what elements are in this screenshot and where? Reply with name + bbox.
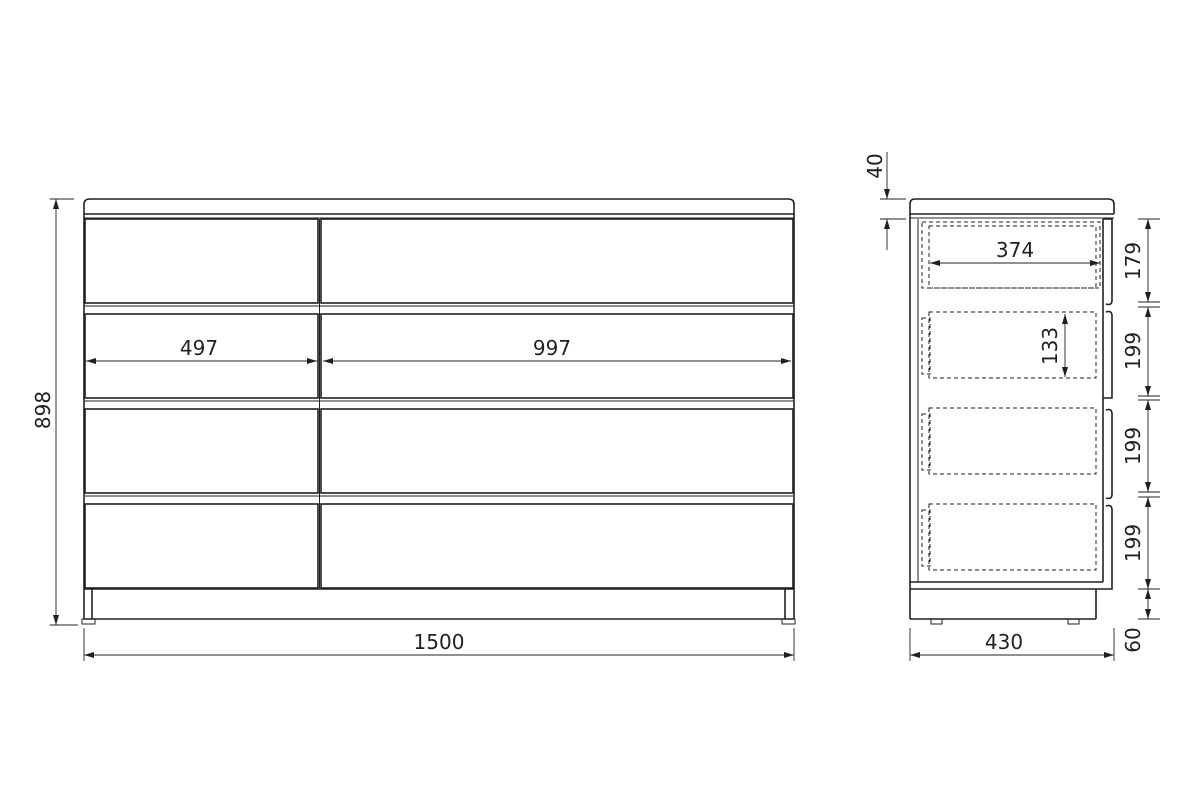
side-drawer-front-3 — [1105, 408, 1113, 500]
dim-label-179: 179 — [1121, 242, 1145, 280]
front-foot-right — [781, 618, 796, 625]
dim-label-898: 898 — [31, 391, 55, 429]
dim-label-199-c: 199 — [1121, 524, 1145, 562]
side-drawer-box-4 — [928, 503, 1097, 571]
drawer-front-right-3 — [320, 408, 794, 494]
dim-label-40: 40 — [863, 153, 887, 178]
side-drawer-box-1-inner — [928, 225, 1097, 289]
dim-label-374: 374 — [996, 238, 1034, 262]
drawer-front-left-4 — [84, 503, 319, 589]
side-drawer-box-2-back — [921, 317, 931, 375]
side-drawer-front-1 — [1103, 218, 1113, 306]
drawer-front-left-3 — [84, 408, 319, 494]
side-drawer-box-2 — [928, 311, 1097, 379]
side-view: 374 133 40 179 199 199 199 60 — [863, 152, 1160, 661]
side-drawer-box-3 — [928, 407, 1097, 475]
dim-label-1500: 1500 — [414, 630, 465, 654]
side-top-board — [909, 198, 1115, 214]
drawer-front-right-2 — [320, 313, 794, 399]
front-view: 497 997 1500 898 — [31, 198, 796, 661]
dim-label-199-a: 199 — [1121, 332, 1145, 370]
side-drawer-box-3-back — [921, 413, 931, 471]
side-drawer-front-2 — [1103, 310, 1113, 399]
side-drawer-box-4-back — [921, 509, 931, 567]
front-foot-left — [81, 618, 96, 625]
dim-label-199-b: 199 — [1121, 427, 1145, 465]
dim-label-997: 997 — [533, 336, 571, 360]
side-foot-back — [930, 618, 943, 625]
dim-label-430: 430 — [985, 630, 1023, 654]
side-drawer-box-1 — [921, 221, 1101, 289]
dim-label-497: 497 — [180, 336, 218, 360]
drawer-front-right-1 — [320, 218, 794, 304]
side-foot-front — [1067, 618, 1080, 625]
drawer-front-left-1 — [84, 218, 319, 304]
drawer-front-left-2 — [84, 313, 319, 399]
side-drawer-front-4 — [1103, 504, 1113, 590]
dim-label-133: 133 — [1038, 327, 1062, 365]
front-top-board — [83, 198, 795, 214]
dim-label-60: 60 — [1121, 627, 1145, 652]
drawer-front-right-4 — [320, 503, 794, 589]
